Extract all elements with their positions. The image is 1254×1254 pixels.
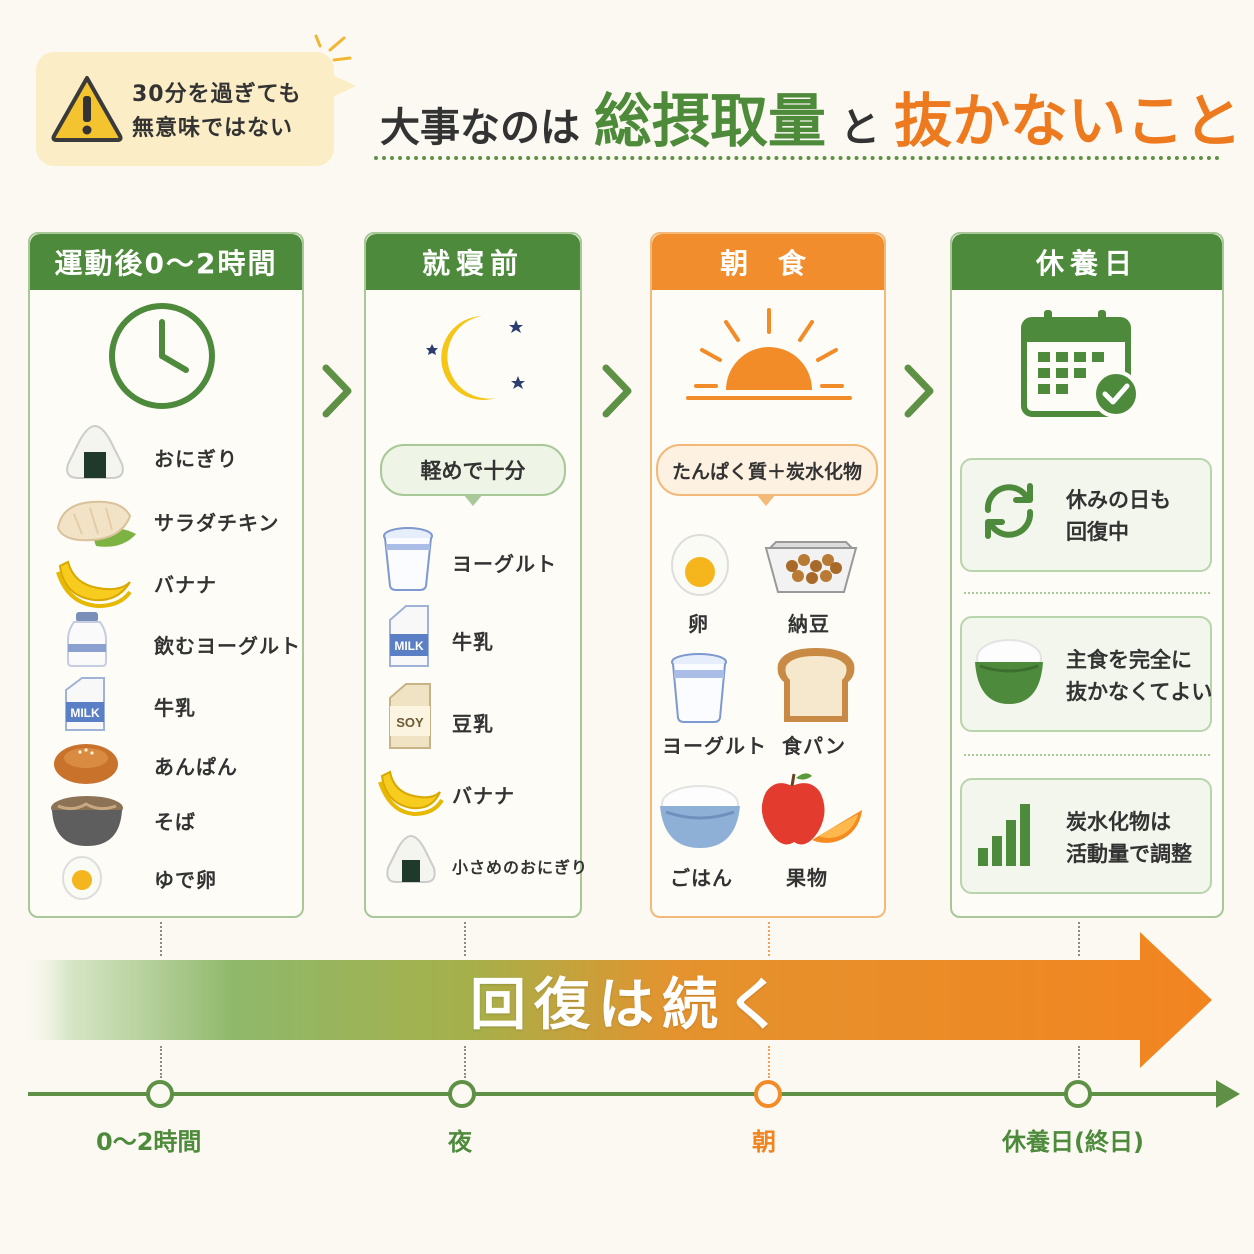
title-part-2: 総摂取量 <box>594 87 827 155</box>
milk-package-label: MILK <box>70 706 100 720</box>
yogurt-cup-icon <box>671 653 727 723</box>
timeline-axis <box>28 1080 1240 1108</box>
banana-icon <box>378 770 444 816</box>
item-label: 小さめのおにぎり <box>452 858 589 877</box>
item-label: 飲むヨーグルト <box>154 634 301 658</box>
salad-chicken-icon <box>56 500 136 547</box>
anpan-icon <box>54 744 118 784</box>
rest-card-line: 活動量で調整 <box>1066 842 1192 866</box>
item-label: 卵 <box>688 612 709 636</box>
timeline-label: 0〜2時間 <box>96 1128 202 1156</box>
warning-line-1: 30分を過ぎても <box>132 82 302 107</box>
connector <box>1078 1046 1080 1078</box>
item-label: 牛乳 <box>154 696 196 720</box>
divider <box>964 754 1210 756</box>
banana-icon <box>56 560 132 608</box>
timeline-label: 夜 <box>448 1128 472 1156</box>
milk-carton-icon: MILK <box>65 677 105 731</box>
rest-card <box>960 458 1212 572</box>
sparkle-lines-icon <box>314 34 352 62</box>
rice-bowl-icon <box>975 639 1043 704</box>
milk-carton-icon: MILK <box>389 605 429 667</box>
onigiri-icon <box>386 834 436 883</box>
item-label: ヨーグルト <box>452 552 557 576</box>
rest-card-text: 休みの日も 回復中 <box>1066 484 1171 548</box>
bar-chart-icon <box>978 804 1030 866</box>
connector <box>1078 922 1080 956</box>
natto-icon <box>764 541 858 593</box>
rest-card-line: 主食を完全に <box>1066 648 1192 672</box>
warning-icon <box>51 76 123 142</box>
warning-bubble-tail <box>326 72 356 100</box>
divider <box>964 592 1210 594</box>
title-part-1: 大事なのは <box>380 105 580 151</box>
connector <box>768 922 770 956</box>
calendar-check-icon <box>1021 310 1140 418</box>
connector <box>768 1046 770 1078</box>
item-label: ゆで卵 <box>154 868 217 892</box>
column-header: 朝 食 <box>652 234 884 290</box>
item-label: バナナ <box>154 573 217 597</box>
arrow-text: 回復は続く <box>470 973 790 1038</box>
item-label: ごはん <box>670 866 733 890</box>
connector <box>464 922 466 956</box>
rest-card-line: 抜かなくてよい <box>1066 680 1213 704</box>
item-label: 食パン <box>782 734 846 758</box>
soy-package-label: SOY <box>396 715 424 730</box>
boiled-egg-icon <box>62 856 102 900</box>
item-label: おにぎり <box>154 447 238 471</box>
item-label: 納豆 <box>788 612 830 636</box>
chevron-right-icon <box>322 364 352 418</box>
item-label: サラダチキン <box>154 511 280 535</box>
title-part-3: と <box>840 105 881 151</box>
yogurt-cup-icon <box>383 527 433 591</box>
recovery-arrow <box>20 932 1212 1068</box>
onigiri-icon <box>66 424 124 479</box>
note-tail <box>756 494 776 506</box>
item-label: 果物 <box>786 866 828 890</box>
column-header: 運動後0〜2時間 <box>30 234 302 290</box>
connector <box>160 922 162 956</box>
timeline-label: 休養日(終日) <box>1002 1128 1144 1156</box>
soy-milk-icon: SOY <box>389 683 431 749</box>
rest-card-text: 炭水化物は 活動量で調整 <box>1066 806 1192 870</box>
light-meal-note: 軽めで十分 <box>380 444 566 496</box>
soba-icon <box>51 796 123 846</box>
item-label: 牛乳 <box>452 630 494 654</box>
item-label: バナナ <box>452 784 515 808</box>
protein-carb-note: たんぱく質＋炭水化物 <box>656 444 878 496</box>
title-underline <box>374 156 1220 160</box>
rest-card-line: 炭水化物は <box>1066 810 1171 834</box>
sunrise-icon <box>686 308 852 400</box>
milk-package-label: MILK <box>394 639 424 653</box>
clock-icon <box>109 303 215 409</box>
chevron-right-icon <box>904 364 934 418</box>
recycle-icon <box>984 483 1034 539</box>
bread-icon <box>777 648 855 722</box>
fruit-icon <box>761 773 862 845</box>
moon-icon <box>426 316 525 400</box>
rest-card-text: 主食を完全に 抜かなくてよい <box>1066 644 1212 708</box>
connector <box>160 1046 162 1078</box>
rest-card-line: 回復中 <box>1066 520 1129 544</box>
item-label: そば <box>154 810 196 834</box>
connector <box>464 1046 466 1078</box>
item-label: 豆乳 <box>452 712 494 736</box>
page-title: 大事なのは 総摂取量 と 抜かないこと <box>380 74 1242 155</box>
column-header: 休養日 <box>952 234 1222 290</box>
item-label: あんぱん <box>154 755 238 779</box>
rest-card-line: 休みの日も <box>1066 488 1171 512</box>
drink-yogurt-icon <box>67 612 107 667</box>
warning-line-2: 無意味ではない <box>132 116 294 141</box>
column-header: 就寝前 <box>366 234 580 290</box>
note-tail <box>463 494 483 506</box>
warning-text: 30分を過ぎても 無意味ではない <box>132 78 302 146</box>
title-part-4: 抜かないこと <box>894 87 1243 155</box>
timeline-label: 朝 <box>752 1128 776 1156</box>
rice-bowl-icon <box>660 785 740 848</box>
item-label: ヨーグルト <box>662 734 767 758</box>
chevron-right-icon <box>602 364 632 418</box>
egg-icon <box>671 534 729 596</box>
